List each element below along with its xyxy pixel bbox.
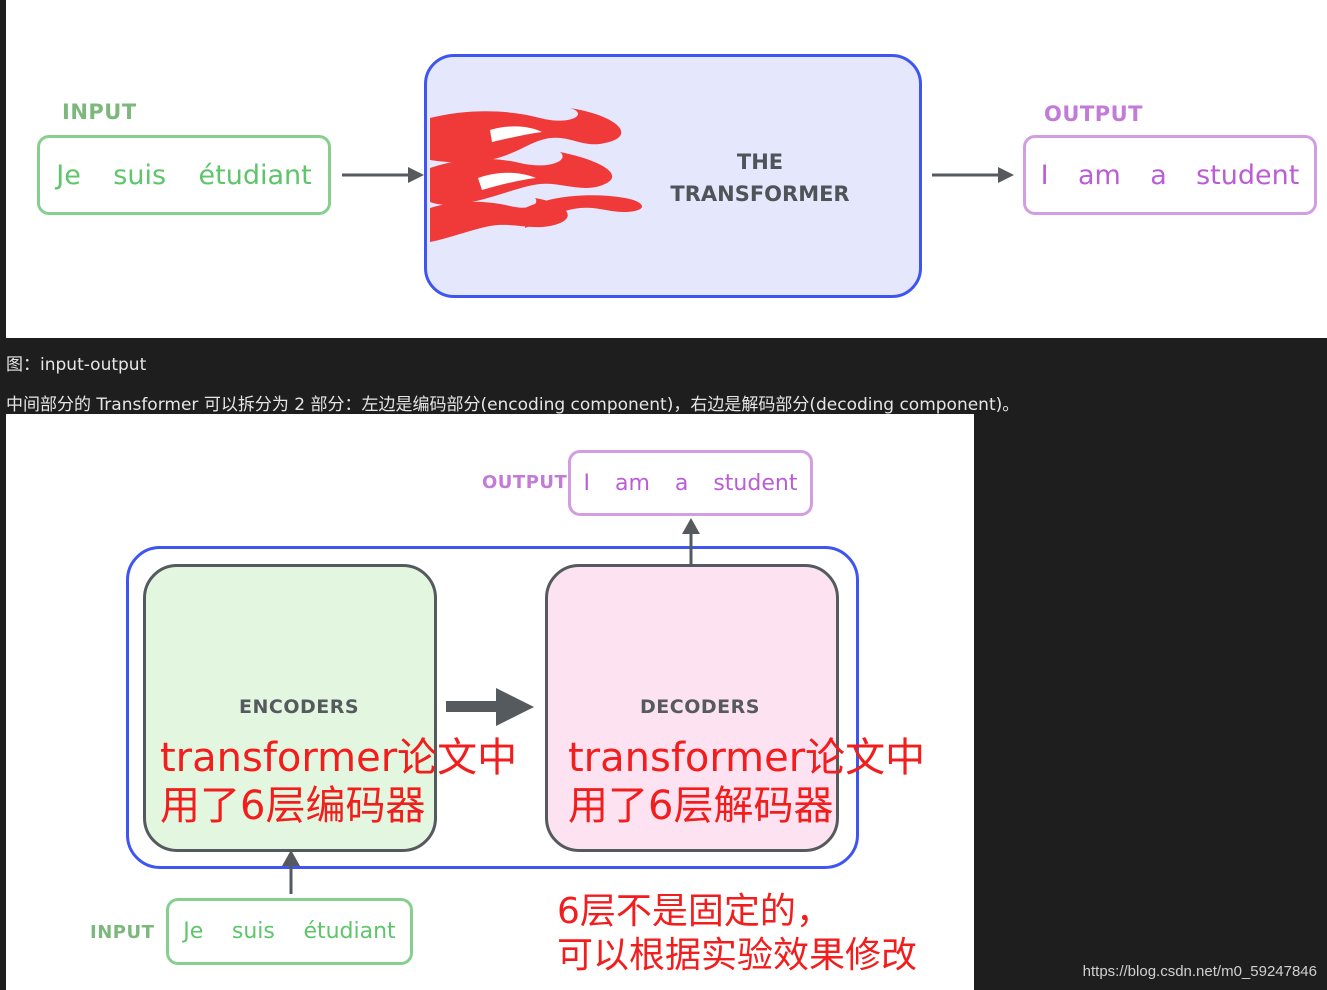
encoders-box xyxy=(143,564,437,852)
figure-caption: 图：input-output xyxy=(6,355,147,375)
output-word: am xyxy=(614,470,650,496)
output-word: I xyxy=(1040,159,1049,191)
transformer-title-line: TRANSFORMER xyxy=(670,182,850,206)
layers-note-line: 6层不是固定的， xyxy=(557,891,832,932)
arrow-right-icon xyxy=(342,167,424,183)
decoders-label: DECODERS xyxy=(640,696,760,718)
figure1-output-box: I am a student xyxy=(1023,135,1317,215)
input-word: suis xyxy=(231,919,275,944)
encoder-note-line: 用了6层编码器 xyxy=(160,783,426,829)
figure2-input-box: Je suis étudiant xyxy=(166,898,413,965)
encoders-label: ENCODERS xyxy=(239,696,360,718)
output-word: a xyxy=(674,470,689,496)
arrow-up-icon xyxy=(282,850,300,894)
transformer-title-line: THE xyxy=(736,150,784,174)
input-word: étudiant xyxy=(198,159,312,191)
output-word: student xyxy=(1196,159,1300,191)
flame-icon xyxy=(430,108,643,242)
decoders-box xyxy=(545,564,839,852)
output-word: I xyxy=(583,470,590,496)
input-word: étudiant xyxy=(303,919,396,944)
layers-note-line: 可以根据实验效果修改 xyxy=(557,935,918,976)
figure1-output-label: OUTPUT xyxy=(1044,102,1143,126)
input-word: Je xyxy=(56,159,81,191)
input-word: suis xyxy=(113,159,167,191)
arrow-right-icon xyxy=(932,167,1014,183)
decoder-note-line: transformer论文中 xyxy=(568,735,926,781)
transformer-title: THE TRANSFORMER xyxy=(660,146,860,210)
output-word: student xyxy=(713,470,798,496)
figure2-input-label: INPUT xyxy=(90,922,155,943)
figure1-input-box: Je suis étudiant xyxy=(37,135,331,215)
figure1-input-label: INPUT xyxy=(62,100,137,124)
description-text: 中间部分的 Transformer 可以拆分为 2 部分：左边是编码部分(enc… xyxy=(6,395,1020,415)
watermark: https://blog.csdn.net/m0_59247846 xyxy=(1082,963,1317,980)
encoder-note-line: transformer论文中 xyxy=(160,735,518,781)
output-word: a xyxy=(1150,159,1167,191)
figure2-output-label: OUTPUT xyxy=(482,472,568,493)
decoder-note-line: 用了6层解码器 xyxy=(568,783,834,829)
encoder-note: transformer论文中 用了6层编码器 xyxy=(160,734,517,830)
input-word: Je xyxy=(183,919,204,944)
decoder-note: transformer论文中 用了6层解码器 xyxy=(568,734,925,830)
output-word: am xyxy=(1077,159,1121,191)
arrow-right-icon xyxy=(446,688,534,726)
figure2-output-box: I am a student xyxy=(568,450,813,516)
layers-note: 6层不是固定的， 可以根据实验效果修改 xyxy=(557,890,917,978)
arrow-up-icon xyxy=(682,518,700,564)
